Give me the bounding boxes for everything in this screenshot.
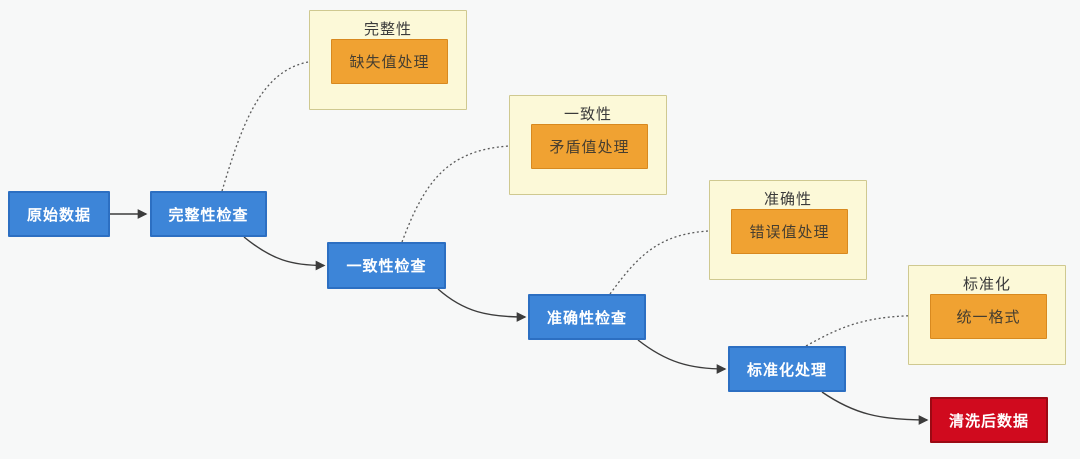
group-title-consistency: 一致性 xyxy=(563,106,612,123)
group-title-standardization: 标准化 xyxy=(962,276,1011,293)
group-title-accuracy: 准确性 xyxy=(763,191,812,208)
node-standardization-process[interactable]: 标准化处理 xyxy=(728,346,846,392)
node-accuracy-check[interactable]: 准确性检查 xyxy=(528,294,646,340)
edge-standardization-to-cleaned xyxy=(821,391,929,425)
group-title-completeness: 完整性 xyxy=(363,21,412,38)
node-raw-data[interactable]: 原始数据 xyxy=(8,191,110,237)
edge-completeness-to-consistency xyxy=(243,236,326,271)
node-completeness-check[interactable]: 完整性检查 xyxy=(150,191,267,237)
node-unified-format[interactable]: 统一格式 xyxy=(930,294,1047,339)
edge-accuracy-to-standardization xyxy=(637,339,727,374)
node-error-value-handling[interactable]: 错误值处理 xyxy=(731,209,848,254)
edge-accuracy-to-error-value xyxy=(609,225,726,295)
group-standardization: 标准化 统一格式 xyxy=(908,265,1066,365)
node-missing-value-handling[interactable]: 缺失值处理 xyxy=(331,39,448,84)
edge-standardization-to-unified-format xyxy=(805,310,926,347)
node-cleaned-data[interactable]: 清洗后数据 xyxy=(930,397,1048,443)
node-consistency-check[interactable]: 一致性检查 xyxy=(327,242,446,289)
group-accuracy: 准确性 错误值处理 xyxy=(709,180,867,280)
edge-consistency-to-contradiction-value xyxy=(401,140,526,243)
node-contradiction-value-handling[interactable]: 矛盾值处理 xyxy=(531,124,648,169)
edge-consistency-to-accuracy xyxy=(437,288,527,322)
group-consistency: 一致性 矛盾值处理 xyxy=(509,95,667,195)
group-completeness: 完整性 缺失值处理 xyxy=(309,10,467,110)
